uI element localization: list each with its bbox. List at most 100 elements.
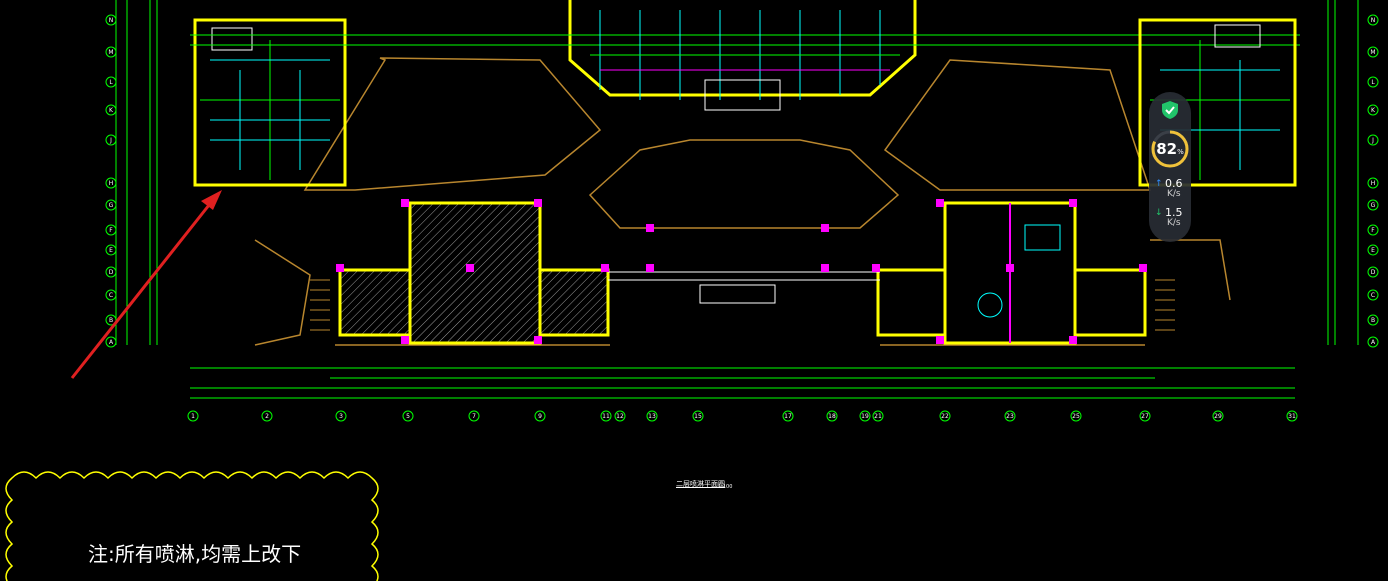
axis-label: 31 [1288,413,1296,420]
axis-bubble: 29 [1212,410,1224,422]
column [466,264,474,272]
axis-label: 18 [828,413,836,420]
axis-bubble: 7 [468,410,480,422]
column [646,224,654,232]
axis-bubble: C [105,289,117,301]
axis-bubble: K [1367,104,1379,116]
axis-label: D [1371,269,1376,276]
stairs-left [310,279,330,331]
usage-gauge [1151,130,1189,168]
axis-bubble: 5 [402,410,414,422]
axis-bubble: 13 [646,410,658,422]
axis-label: F [1371,227,1375,234]
axis-label: K [109,107,114,114]
axis-bubble: 9 [534,410,546,422]
axis-label: M [108,49,113,56]
axis-bubble: D [1367,266,1379,278]
axis-label: H [109,180,114,187]
dimension-lines [190,367,1295,399]
axis-label: 3 [339,413,343,420]
column [821,224,829,232]
axis-label: J [109,137,112,144]
corridor [608,271,880,304]
usage-percent: 82% [1156,140,1184,158]
axis-label: 9 [538,413,542,420]
network-monitor-widget[interactable]: 82% ↑ 0.6 K/s ↓ 1.5 K/s [1149,92,1191,242]
revision-note: 注:所有喷淋,均需上改下 [88,542,302,566]
shield-check-icon [1162,101,1178,119]
axis-bubble: 2 [261,410,273,422]
axis-label: A [109,339,114,346]
axis-label: D [109,269,114,276]
axis-bubble: J [105,134,117,146]
axis-bubble: J [1367,134,1379,146]
room-block-top-right [1138,18,1297,187]
axis-bubble: E [1367,244,1379,256]
axis-label: E [109,247,113,254]
axis-label: 17 [784,413,792,420]
column [1139,264,1147,272]
column [1006,264,1014,272]
axis-bubble: 3 [335,410,347,422]
axis-label: 22 [941,413,949,420]
axis-label: 5 [406,413,410,420]
column [534,336,542,344]
room-block-bottom-right [876,201,1147,345]
axis-bubble: 18 [826,410,838,422]
axis-bubble: F [1367,224,1379,236]
axis-label: B [1371,317,1375,324]
axis-label: A [1371,339,1376,346]
axis-label: G [1371,202,1376,209]
axis-label: L [1371,79,1375,86]
axis-bubble: B [1367,314,1379,326]
axis-bubble: N [105,14,117,26]
axis-bubble: 27 [1139,410,1151,422]
axis-label: 27 [1141,413,1149,420]
axis-label: K [1371,107,1376,114]
column [601,264,609,272]
column [1069,336,1077,344]
axis-bubble: C [1367,289,1379,301]
building-outline [254,57,1231,346]
column [1069,199,1077,207]
axis-label: E [1371,247,1375,254]
drawing-scale: 1:100 [718,484,733,490]
axis-label: H [1371,180,1376,187]
axis-label: 1 [191,413,195,420]
axis-label: C [109,292,113,299]
axis-bubble: F [105,224,117,236]
axis-label: 21 [874,413,882,420]
axis-bubble: A [1367,336,1379,348]
axis-bubble: 15 [692,410,704,422]
hatched-hall-block [338,201,610,345]
axis-label: N [1371,17,1376,24]
axis-bubble: 19 [859,410,871,422]
arrow-down-icon: ↓ [1155,208,1163,218]
axis-label: 15 [694,413,702,420]
structural-columns [336,199,1147,344]
column [401,336,409,344]
axis-bubble: B [105,314,117,326]
axis-label: C [1371,292,1375,299]
column [936,336,944,344]
annotation-arrow [70,190,222,379]
axis-bubble: 11 [600,410,612,422]
axis-label: 12 [616,413,624,420]
column [336,264,344,272]
right-grid-axis [1327,0,1359,345]
room-block-top-center [190,0,1300,111]
axis-bubble: 17 [782,410,794,422]
axis-bubble: G [1367,199,1379,211]
axis-bubble: L [105,76,117,88]
column [646,264,654,272]
axis-label: 7 [472,413,476,420]
axis-bubble: D [105,266,117,278]
arrow-up-icon: ↑ [1155,179,1163,189]
axis-bubble: N [1367,14,1379,26]
axis-bubble: H [105,177,117,189]
axis-bubble: 1 [187,410,199,422]
revision-cloud [5,471,379,581]
